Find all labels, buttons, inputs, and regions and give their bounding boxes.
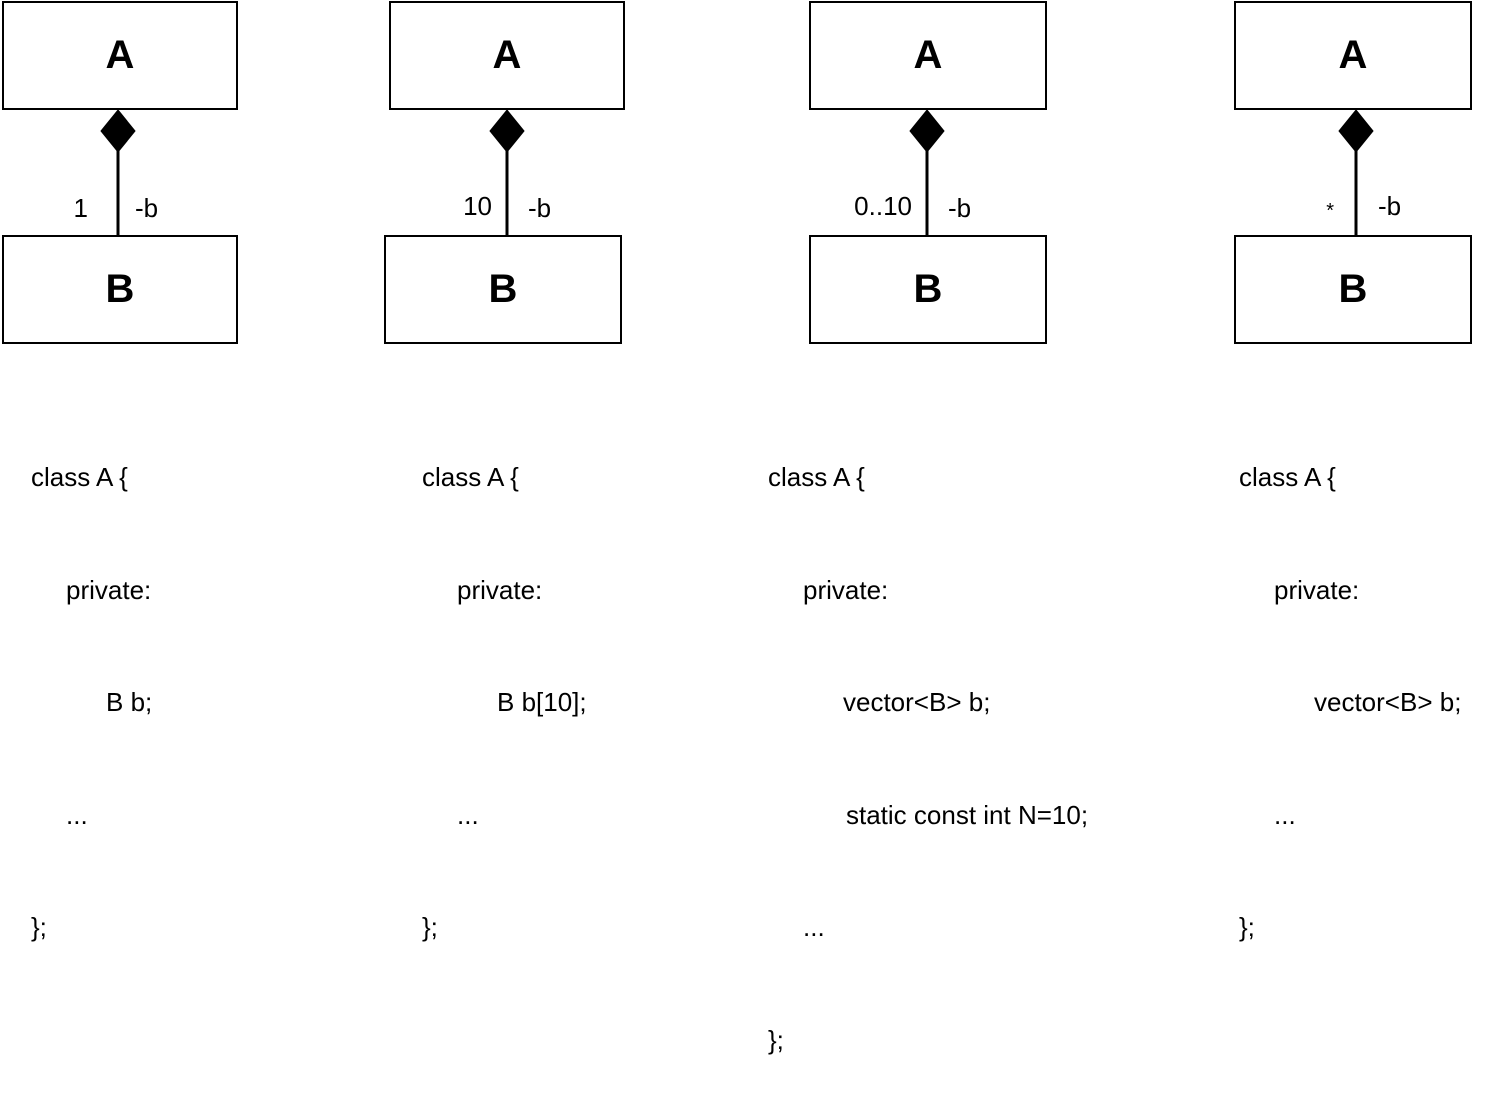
code-line: class A {: [31, 462, 128, 492]
code-line: ...: [1274, 799, 1296, 830]
code-snippet-3: class A { private: vector<B> b; static c…: [768, 384, 1088, 1097]
multiplicity-label-2: 10: [463, 191, 492, 221]
class-b-box-2: B: [384, 235, 622, 344]
code-line: ...: [66, 799, 88, 830]
multiplicity-label-3: 0..10: [854, 191, 912, 221]
code-line: vector<B> b;: [1314, 687, 1462, 717]
composition-diamond: [1338, 109, 1374, 153]
code-line: };: [422, 912, 438, 942]
code-line: private:: [1274, 574, 1360, 605]
role-label-3: -b: [948, 193, 972, 223]
class-a-name: A: [492, 33, 522, 77]
multiplicity-label-4: *: [1326, 200, 1334, 222]
class-a-box-4: A: [1234, 1, 1472, 110]
code-line: private:: [66, 574, 152, 605]
code-line: class A {: [422, 462, 519, 492]
code-line: static const int N=10;: [846, 799, 1089, 830]
class-b-name: B: [913, 267, 943, 311]
code-line: B b[10];: [497, 687, 587, 717]
class-b-name: B: [488, 267, 518, 311]
code-line: class A {: [1239, 462, 1336, 492]
class-a-name: A: [105, 33, 135, 77]
class-b-box-3: B: [809, 235, 1047, 344]
class-a-box-1: A: [2, 1, 238, 110]
class-b-name: B: [105, 267, 135, 311]
code-line: B b;: [106, 687, 153, 717]
code-snippet-1: class A { private: B b; ... };: [31, 384, 152, 984]
code-line: private:: [457, 574, 543, 605]
code-line: class A {: [768, 462, 865, 492]
composition-diamond: [909, 109, 945, 153]
code-line: };: [768, 1024, 784, 1055]
code-line: ...: [803, 912, 825, 942]
composition-diamond: [489, 109, 525, 153]
code-line: private:: [803, 574, 889, 605]
class-a-box-2: A: [389, 1, 625, 110]
class-b-box-4: B: [1234, 235, 1472, 344]
role-label-4: -b: [1378, 191, 1402, 221]
class-b-box-1: B: [2, 235, 238, 344]
code-snippet-2: class A { private: B b[10]; ... };: [422, 384, 587, 984]
role-label-1: -b: [135, 193, 159, 223]
multiplicity-label-1: 1: [73, 193, 88, 223]
class-a-name: A: [1338, 33, 1368, 77]
composition-diamond: [100, 109, 136, 153]
class-a-box-3: A: [809, 1, 1047, 110]
code-line: };: [1239, 912, 1255, 942]
code-snippet-4: class A { private: vector<B> b; ... };: [1239, 384, 1461, 984]
role-label-2: -b: [528, 193, 552, 223]
class-a-name: A: [913, 33, 943, 77]
code-line: vector<B> b;: [843, 687, 991, 717]
code-line: ...: [457, 799, 479, 830]
code-line: };: [31, 912, 47, 942]
class-b-name: B: [1338, 267, 1368, 311]
